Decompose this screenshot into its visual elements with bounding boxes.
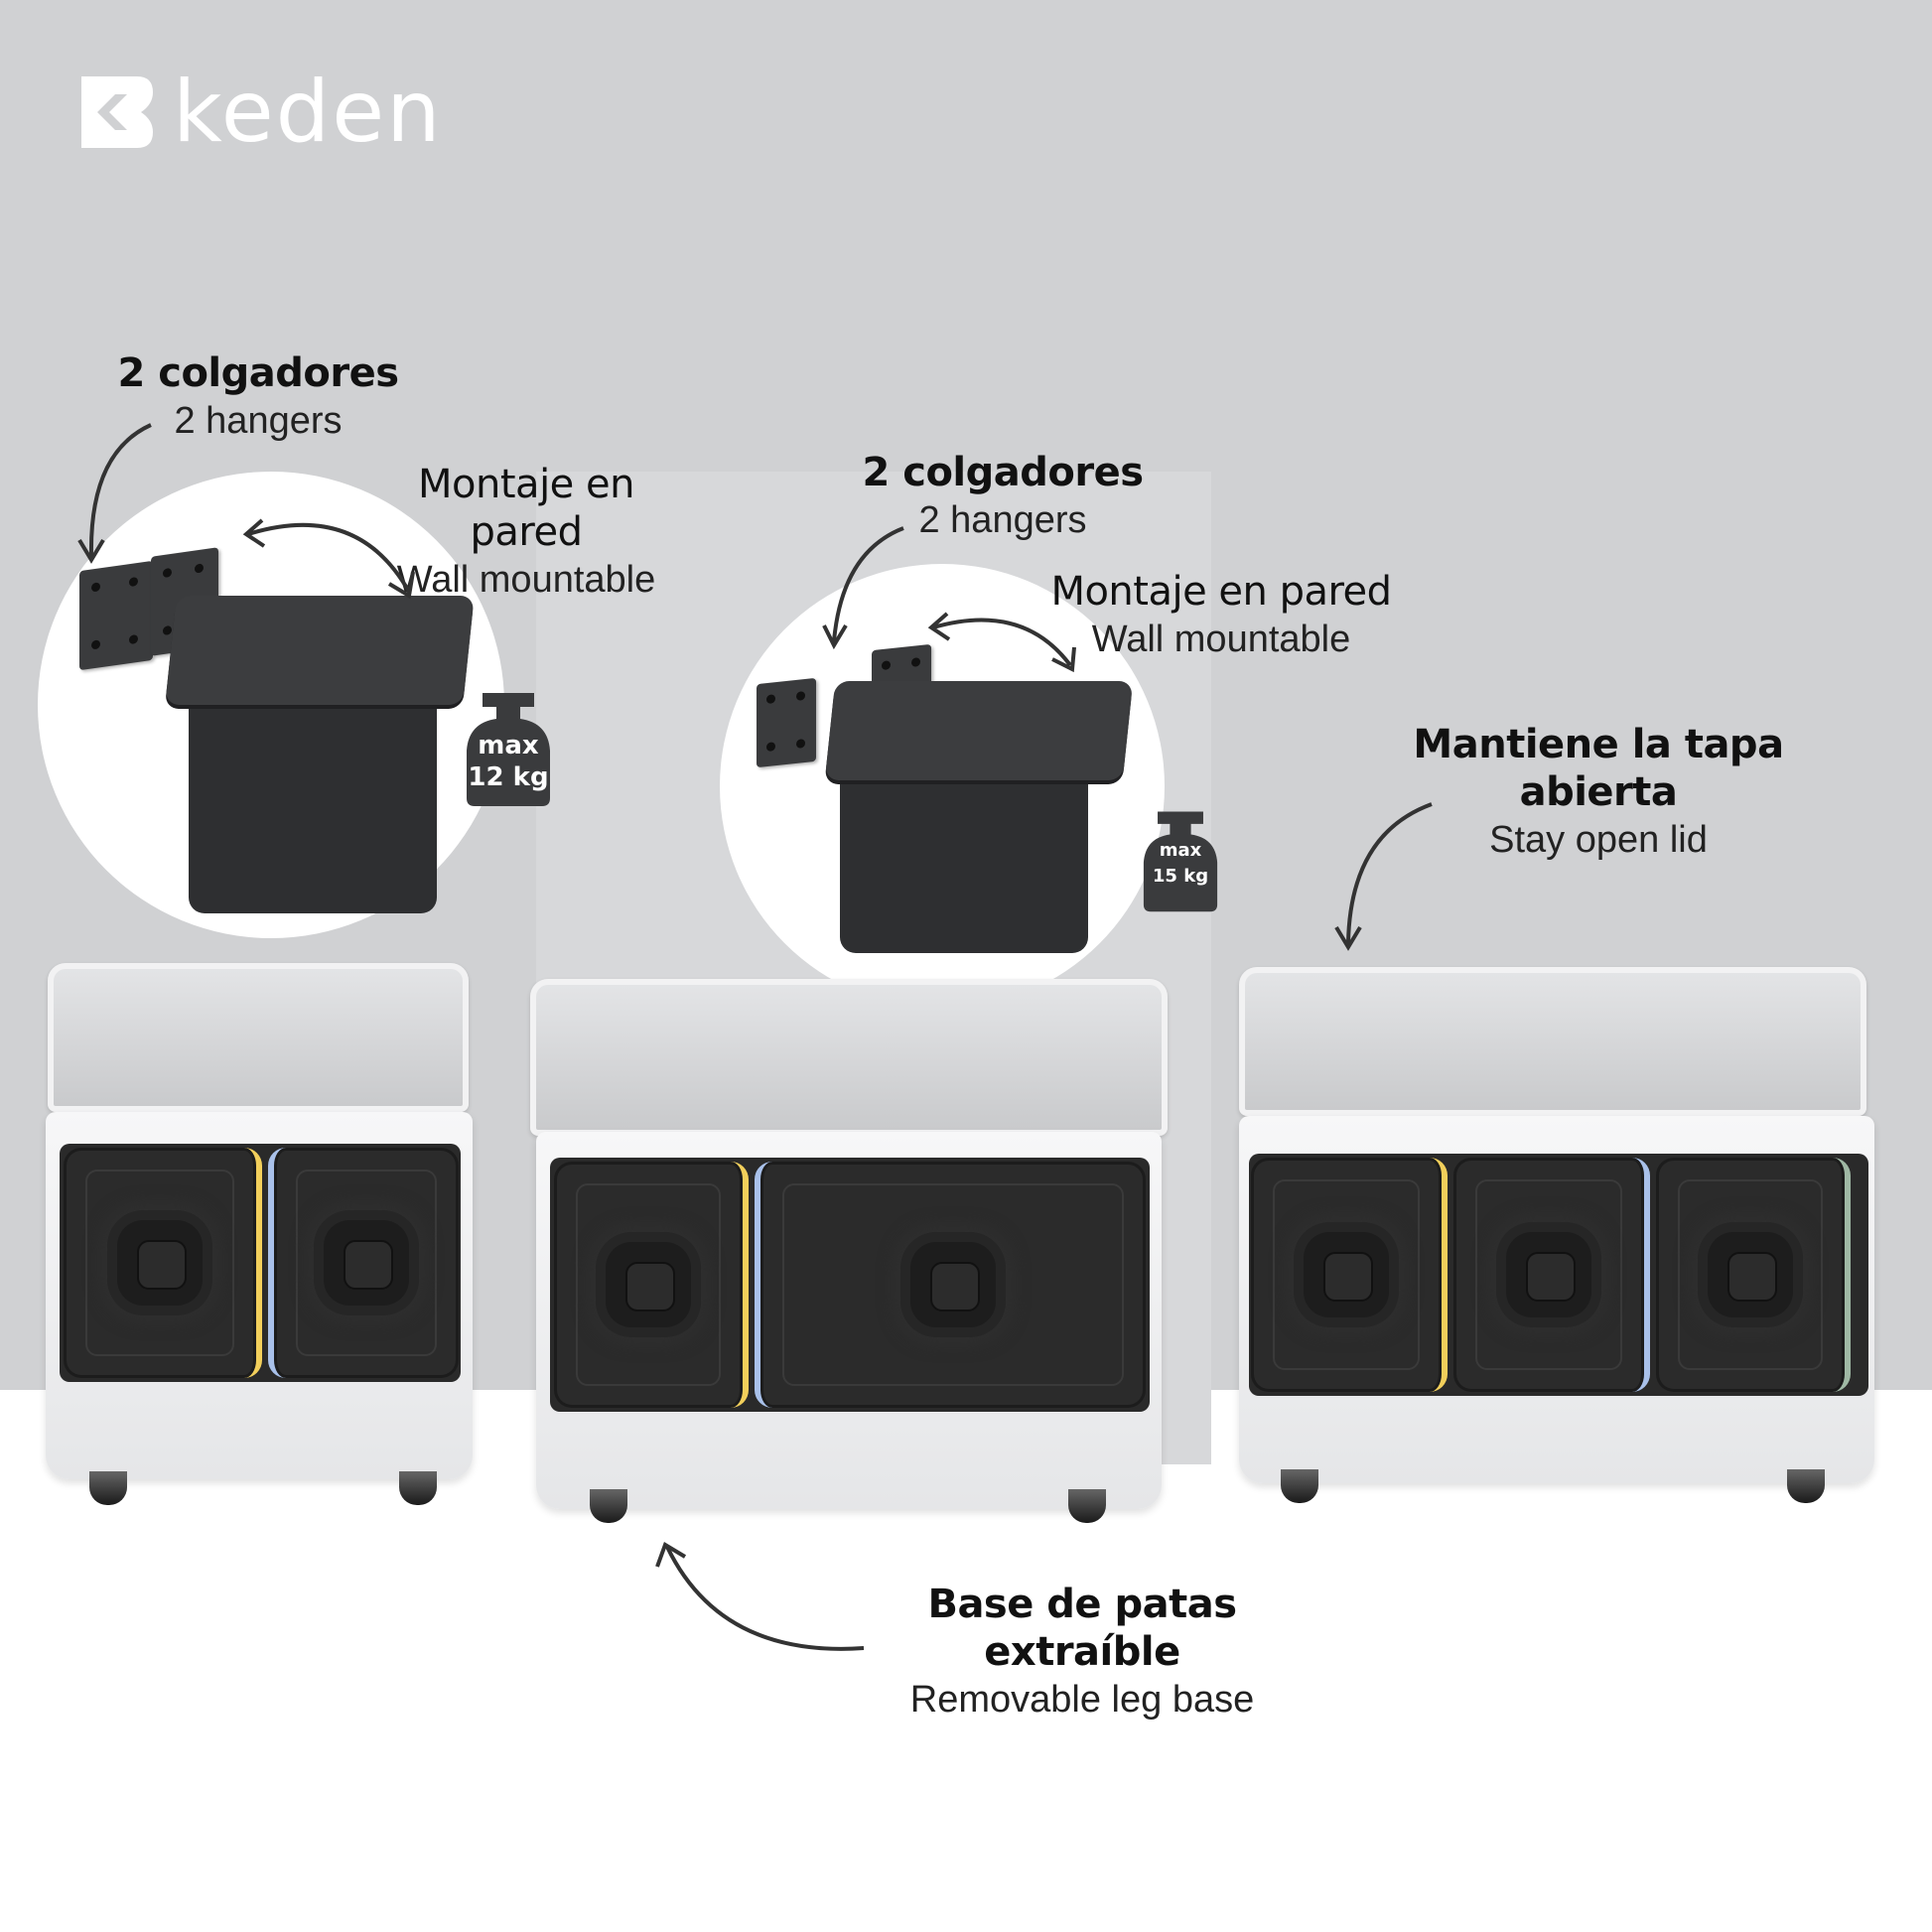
callout-hangers-left: 2 colgadores 2 hangers <box>117 350 399 442</box>
arrow-stay-open-icon <box>1334 802 1433 951</box>
leg-icon <box>1068 1489 1106 1523</box>
hanger-plate-icon <box>757 677 816 768</box>
callout-stay-open: Mantiene la tapa abierta Stay open lid <box>1413 722 1784 861</box>
hanger-plate-icon <box>79 560 153 671</box>
compartment-blue <box>1453 1158 1650 1392</box>
leg-icon <box>590 1489 627 1523</box>
arrow-hangers-left-icon <box>77 423 152 564</box>
product-bin-2-small <box>40 953 477 1549</box>
brand-logo: keden <box>75 68 443 157</box>
arrow-wall-left-icon <box>242 518 415 600</box>
compartment-yellow <box>64 1148 262 1378</box>
leg-icon <box>1281 1469 1318 1503</box>
leg-icon <box>399 1471 437 1505</box>
bucket-lid-icon <box>165 596 475 705</box>
product-bin-2-large <box>526 973 1172 1549</box>
callout-wall-left: Montaje en pared Wall mountable <box>396 462 656 601</box>
compartment-green <box>1656 1158 1851 1392</box>
compartment-yellow <box>1251 1158 1448 1392</box>
callout-leg-base: Base de patas extraíble Removable leg ba… <box>909 1582 1255 1721</box>
knob-icon <box>324 1220 409 1306</box>
callout-wall-center: Montaje en pared Wall mountable <box>1050 569 1392 660</box>
open-lid <box>48 963 469 1112</box>
bucket-lid-icon <box>824 681 1134 780</box>
knob-icon <box>1506 1232 1591 1317</box>
open-lid <box>1239 967 1866 1116</box>
weight-max-icon: max 12 kg <box>463 689 554 808</box>
compartment-blue <box>268 1148 459 1378</box>
open-lid <box>530 979 1168 1136</box>
weight-max-icon: max 15 kg <box>1136 808 1225 913</box>
compartment-yellow <box>554 1162 749 1408</box>
brand-name: keden <box>173 63 443 162</box>
leg-icon <box>89 1471 127 1505</box>
compartment-blue <box>755 1162 1146 1408</box>
knob-icon <box>1708 1232 1793 1317</box>
product-bin-3 <box>1235 961 1890 1547</box>
keden-logo-icon <box>75 70 159 154</box>
leg-icon <box>1787 1469 1825 1503</box>
arrow-hangers-center-icon <box>822 526 904 650</box>
wall-bucket-icon <box>840 755 1088 953</box>
knob-icon <box>117 1220 203 1306</box>
arrow-leg-base-icon <box>655 1542 865 1651</box>
knob-icon <box>606 1242 691 1327</box>
knob-icon <box>910 1242 996 1327</box>
knob-icon <box>1304 1232 1389 1317</box>
callout-hangers-center: 2 colgadores 2 hangers <box>862 450 1144 541</box>
arrow-wall-center-icon <box>927 612 1076 673</box>
